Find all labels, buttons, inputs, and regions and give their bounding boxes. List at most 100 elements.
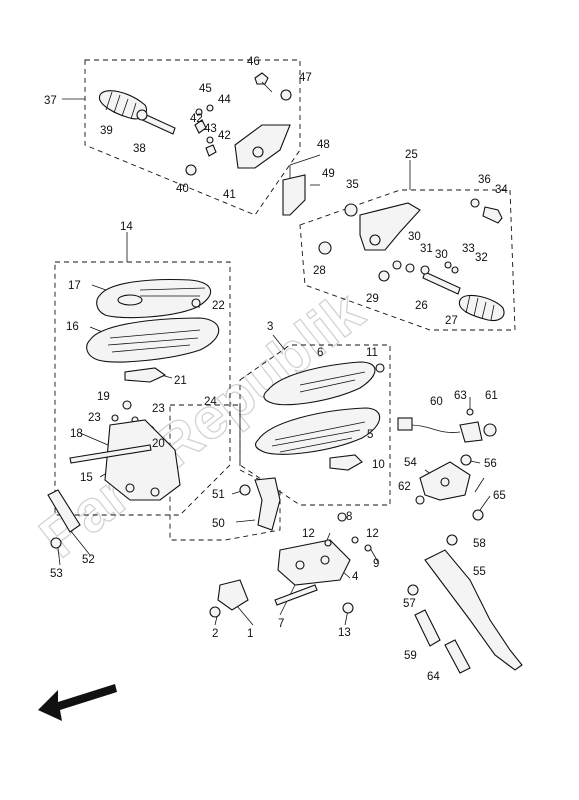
part-label-50: 50 — [212, 518, 225, 530]
footboard-plate-5 — [254, 407, 381, 455]
part-label-46: 46 — [247, 56, 260, 68]
bushing-35 — [344, 203, 358, 217]
rear-left-footrest-group-outline — [84, 59, 301, 216]
part-label-61: 61 — [485, 390, 498, 402]
part-label-62: 62 — [398, 481, 411, 493]
spring-44 — [206, 104, 214, 112]
spring-31 — [405, 263, 415, 273]
part-label-40: 40 — [176, 183, 189, 195]
part-label-5: 5 — [367, 429, 373, 441]
part-label-43: 43 — [204, 123, 217, 135]
part-label-56: 56 — [484, 458, 497, 470]
bolt-40 — [185, 164, 197, 176]
arm-52 — [47, 489, 81, 533]
part-label-29: 29 — [366, 293, 379, 305]
part-label-35: 35 — [346, 179, 359, 191]
bolt-28 — [318, 241, 332, 255]
bolt-13 — [342, 602, 354, 614]
part-label-32: 32 — [475, 252, 488, 264]
part-label-28: 28 — [313, 265, 326, 277]
clip-19 — [122, 400, 132, 410]
part-label-25: 25 — [405, 149, 418, 161]
part-label-9: 9 — [373, 558, 379, 570]
plate-49 — [282, 174, 306, 216]
part-label-60: 60 — [430, 396, 443, 408]
clip-42-b — [205, 144, 217, 157]
bolt-62 — [415, 495, 425, 505]
part-label-45: 45 — [199, 83, 212, 95]
part-label-12: 12 — [366, 528, 379, 540]
bolt-63 — [466, 408, 474, 416]
mount-bracket-4 — [277, 539, 351, 586]
part-label-58: 58 — [473, 538, 486, 550]
part-label-52: 52 — [82, 554, 95, 566]
part-label-2: 2 — [212, 628, 218, 640]
part-label-23: 23 — [152, 403, 165, 415]
pin-18 — [69, 444, 152, 464]
rubber-10 — [329, 454, 363, 471]
cover-61 — [483, 423, 497, 437]
part-label-22: 22 — [212, 300, 225, 312]
nut-47 — [280, 89, 292, 101]
part-label-24: 24 — [204, 396, 217, 408]
rubber-21 — [124, 367, 167, 383]
bracket-50 — [254, 477, 281, 531]
nut-56 — [460, 454, 472, 466]
part-label-53: 53 — [50, 568, 63, 580]
part-label-20: 20 — [152, 438, 165, 450]
sidestand-switch-60 — [397, 417, 483, 443]
part-label-31: 31 — [420, 243, 433, 255]
spring-64 — [444, 639, 471, 674]
nut-58 — [446, 534, 458, 546]
part-label-30: 30 — [408, 231, 421, 243]
part-label-19: 19 — [97, 391, 110, 403]
part-label-38: 38 — [133, 143, 146, 155]
part-label-3: 3 — [267, 321, 273, 333]
sidestand-55 — [424, 549, 523, 671]
part-label-57: 57 — [403, 598, 416, 610]
bracket-group-outline — [169, 404, 281, 541]
sidestand-bracket-54 — [419, 461, 471, 501]
bolt-57 — [407, 584, 419, 596]
part-label-7: 7 — [278, 618, 284, 630]
ball-12-b — [351, 536, 359, 544]
pin-26 — [422, 271, 461, 295]
part-label-49: 49 — [322, 168, 335, 180]
part-label-30: 30 — [435, 249, 448, 261]
part-label-18: 18 — [70, 428, 83, 440]
part-label-64: 64 — [427, 671, 440, 683]
part-label-26: 26 — [415, 300, 428, 312]
footboard-left-group-outline — [54, 261, 231, 516]
pin-7 — [274, 584, 318, 606]
part-label-1: 1 — [247, 628, 253, 640]
spring-59 — [414, 609, 441, 647]
part-label-23: 23 — [88, 412, 101, 424]
part-label-44: 44 — [218, 94, 231, 106]
part-label-21: 21 — [174, 375, 187, 387]
screw-22 — [191, 298, 201, 308]
bolt-34 — [482, 206, 503, 224]
bolt-53 — [50, 537, 62, 549]
group-outlines — [54, 59, 516, 541]
washer-45 — [195, 108, 203, 116]
part-label-42: 42 — [218, 130, 231, 142]
part-label-37: 37 — [44, 95, 57, 107]
footboard-cover-6 — [263, 361, 376, 406]
part-label-48: 48 — [317, 139, 330, 151]
clip-9 — [364, 544, 372, 552]
part-label-47: 47 — [299, 72, 312, 84]
part-label-34: 34 — [495, 184, 508, 196]
rear-right-footpeg-27 — [458, 294, 505, 322]
part-label-13: 13 — [338, 627, 351, 639]
part-label-10: 10 — [372, 459, 385, 471]
part-label-39: 39 — [100, 125, 113, 137]
part-label-11: 11 — [366, 347, 378, 359]
bolt-2 — [209, 606, 221, 618]
part-label-14: 14 — [120, 221, 133, 233]
footboard-cover-17 — [96, 278, 212, 319]
arm-1 — [217, 579, 249, 611]
part-label-6: 6 — [317, 347, 323, 359]
part-label-41: 41 — [223, 189, 236, 201]
